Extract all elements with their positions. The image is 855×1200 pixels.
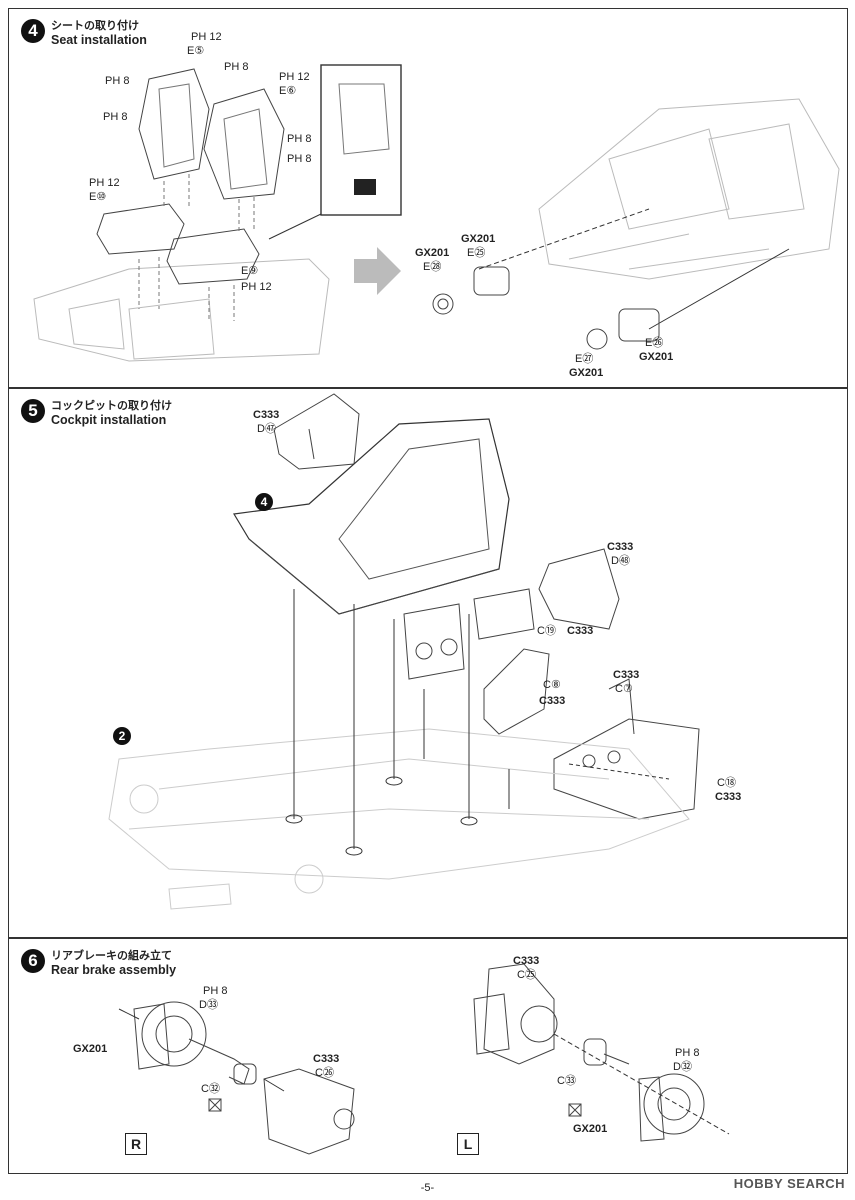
step-ref-2: 2 [113,727,131,745]
part-label: E㉖ [645,337,664,349]
part-label: GX201 [639,351,674,363]
step-number: 5 [21,399,45,423]
part-label: GX201 [461,233,496,245]
part-label: PH 8 [105,75,130,87]
part-label: D㉝ [199,999,218,1011]
cockpit-installation-drawing [108,393,700,910]
step-6-panel: 6 リアブレーキの組み立て Rear brake assembly [8,938,848,1174]
part-label: E⑤ [187,45,205,57]
step-title-en: Cockpit installation [51,413,167,427]
part-label: PH 8 [224,61,249,73]
part-label: C㉕ [517,969,536,981]
part-label: GX201 [73,1043,108,1055]
part-label: PH 12 [191,31,222,43]
page-number: -5- [420,1182,435,1194]
part-label: C333 [715,791,742,803]
step-title-jp: コックピットの取り付け [51,400,172,412]
part-label: PH 8 [675,1047,700,1059]
part-label: C㉖ [315,1067,334,1079]
step-6-header: 6 リアブレーキの組み立て Rear brake assembly [21,949,176,977]
step-5-panel: 5 コックピットの取り付け Cockpit installation [8,388,848,938]
part-label: C333 [539,695,566,707]
seat-installation-drawing [33,64,840,362]
side-marker-right: R [125,1133,147,1155]
part-label: D㊼ [257,423,276,435]
step-number: 4 [21,19,45,43]
step-5-header: 5 コックピットの取り付け Cockpit installation [21,399,172,427]
watermark: HOBBY SEARCH [733,1176,845,1191]
step-title-jp: シートの取り付け [51,20,139,32]
part-label: GX201 [569,367,604,379]
step-number: 6 [21,949,45,973]
part-label: C333 [513,955,540,967]
part-label: PH 12 [89,177,120,189]
part-label: C333 [567,625,594,637]
part-label: C㉝ [557,1075,576,1087]
part-label: C333 [607,541,634,553]
rear-brake-drawing [118,963,730,1155]
step-title-en: Rear brake assembly [51,963,177,977]
step-4-header: 4 シートの取り付け Seat installation [21,19,147,47]
part-label: PH 8 [287,153,312,165]
part-label: E⑨ [241,265,259,277]
side-marker-left: L [457,1133,479,1155]
step-title-jp: リアブレーキの組み立て [51,950,172,962]
part-label: C333 [313,1053,340,1065]
part-label: C333 [253,409,280,421]
step-4-panel: 4 シートの取り付け Seat installation [8,8,848,388]
part-label: C333 [613,669,640,681]
part-label: D㊽ [611,555,630,567]
part-label: C⑧ [543,679,561,691]
part-label: E⑩ [89,191,107,203]
part-label: C⑦ [615,683,633,695]
part-label: GX201 [573,1123,608,1135]
part-label: PH 8 [287,133,312,145]
step-title-en: Seat installation [51,33,147,47]
part-label: E㉘ [423,261,442,273]
part-label: D㉜ [673,1061,692,1073]
part-label: PH 12 [279,71,310,83]
part-label: C⑱ [717,777,736,789]
part-label: C㉜ [201,1083,220,1095]
part-label: PH 8 [103,111,128,123]
part-label: PH 8 [203,985,228,997]
step-ref-4: 4 [255,493,273,511]
part-label: E㉗ [575,353,594,365]
part-label: PH 12 [241,281,272,293]
part-label: E㉕ [467,247,486,259]
part-label: E⑥ [279,85,297,97]
part-label: C⑲ [537,625,556,637]
part-label: GX201 [415,247,450,259]
